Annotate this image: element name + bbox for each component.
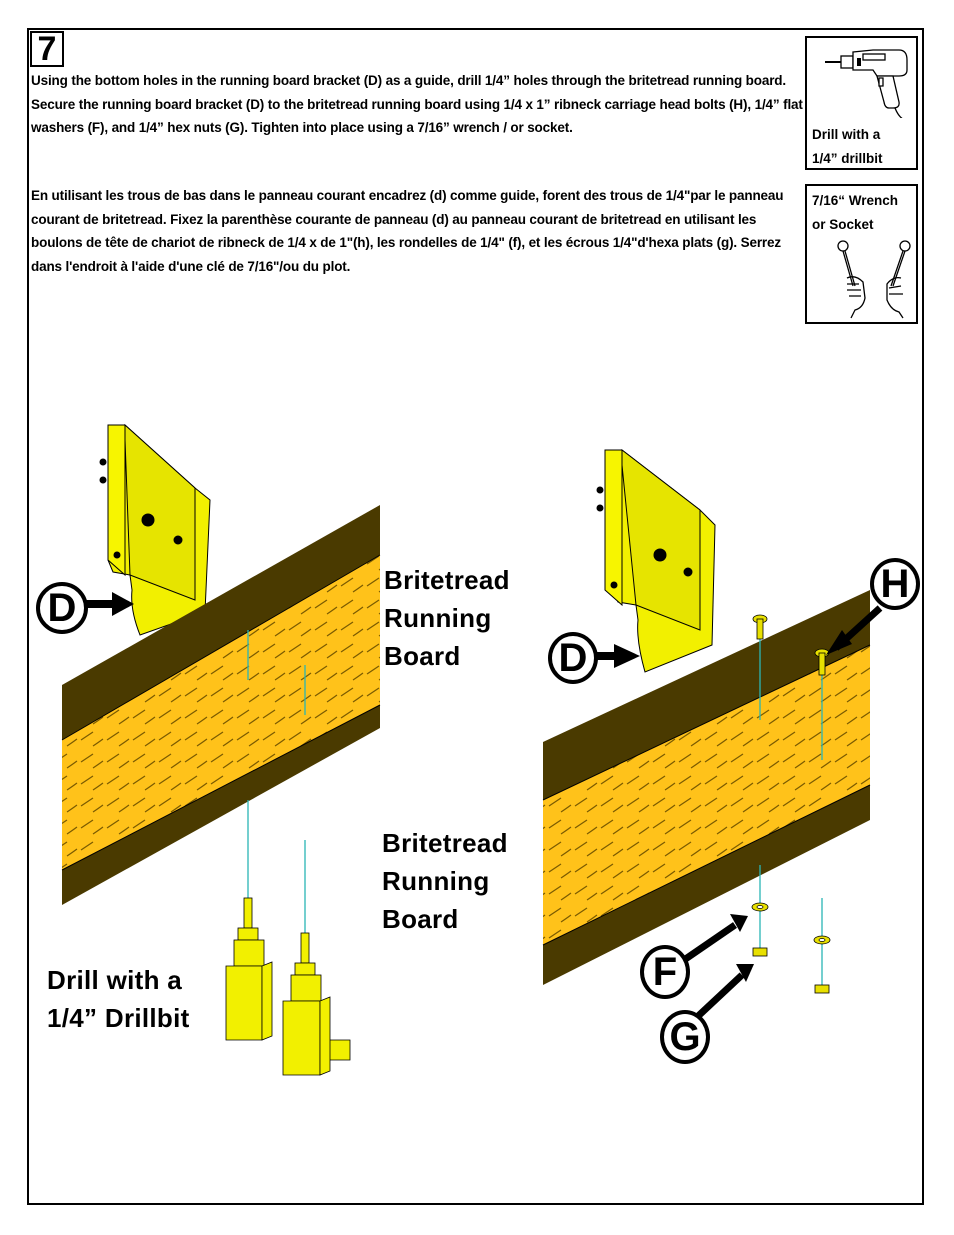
callout-d-left: D bbox=[36, 582, 88, 634]
left-board-label: Britetread Running Board bbox=[384, 565, 510, 671]
right-bracket bbox=[596, 448, 716, 673]
tool-wrench-label: 7/16“ Wrench or Socket bbox=[812, 193, 899, 232]
drill-icon bbox=[825, 49, 908, 118]
tool-drill-box: Drill with a 1/4” drillbit bbox=[805, 36, 918, 170]
left-running-board bbox=[61, 505, 381, 905]
callout-f: F bbox=[640, 945, 690, 999]
callout-g: G bbox=[660, 1010, 710, 1064]
step-number: 7 bbox=[30, 31, 64, 67]
right-running-board bbox=[542, 590, 871, 985]
right-callout-arrows bbox=[596, 605, 883, 1021]
instructions-french: En utilisant les trous de bas dans le pa… bbox=[31, 188, 784, 275]
callout-h: H bbox=[870, 558, 920, 610]
left-callout-arrow bbox=[84, 592, 134, 616]
instructions-english: Using the bottom holes in the running bo… bbox=[31, 73, 803, 136]
left-drill-label: Drill with a 1/4” Drillbit bbox=[47, 965, 190, 1033]
wrench-icon bbox=[837, 240, 911, 319]
tool-drill-label: Drill with a 1/4” drillbit bbox=[812, 127, 883, 166]
callout-d-right: D bbox=[548, 632, 598, 684]
left-bracket bbox=[99, 423, 211, 636]
left-drill-lines bbox=[247, 630, 306, 935]
left-drill-bits bbox=[225, 897, 351, 1076]
tool-wrench-box: 7/16“ Wrench or Socket bbox=[805, 184, 918, 324]
page-frame bbox=[27, 28, 924, 1205]
right-board-label: Britetread Running Board bbox=[382, 828, 508, 934]
